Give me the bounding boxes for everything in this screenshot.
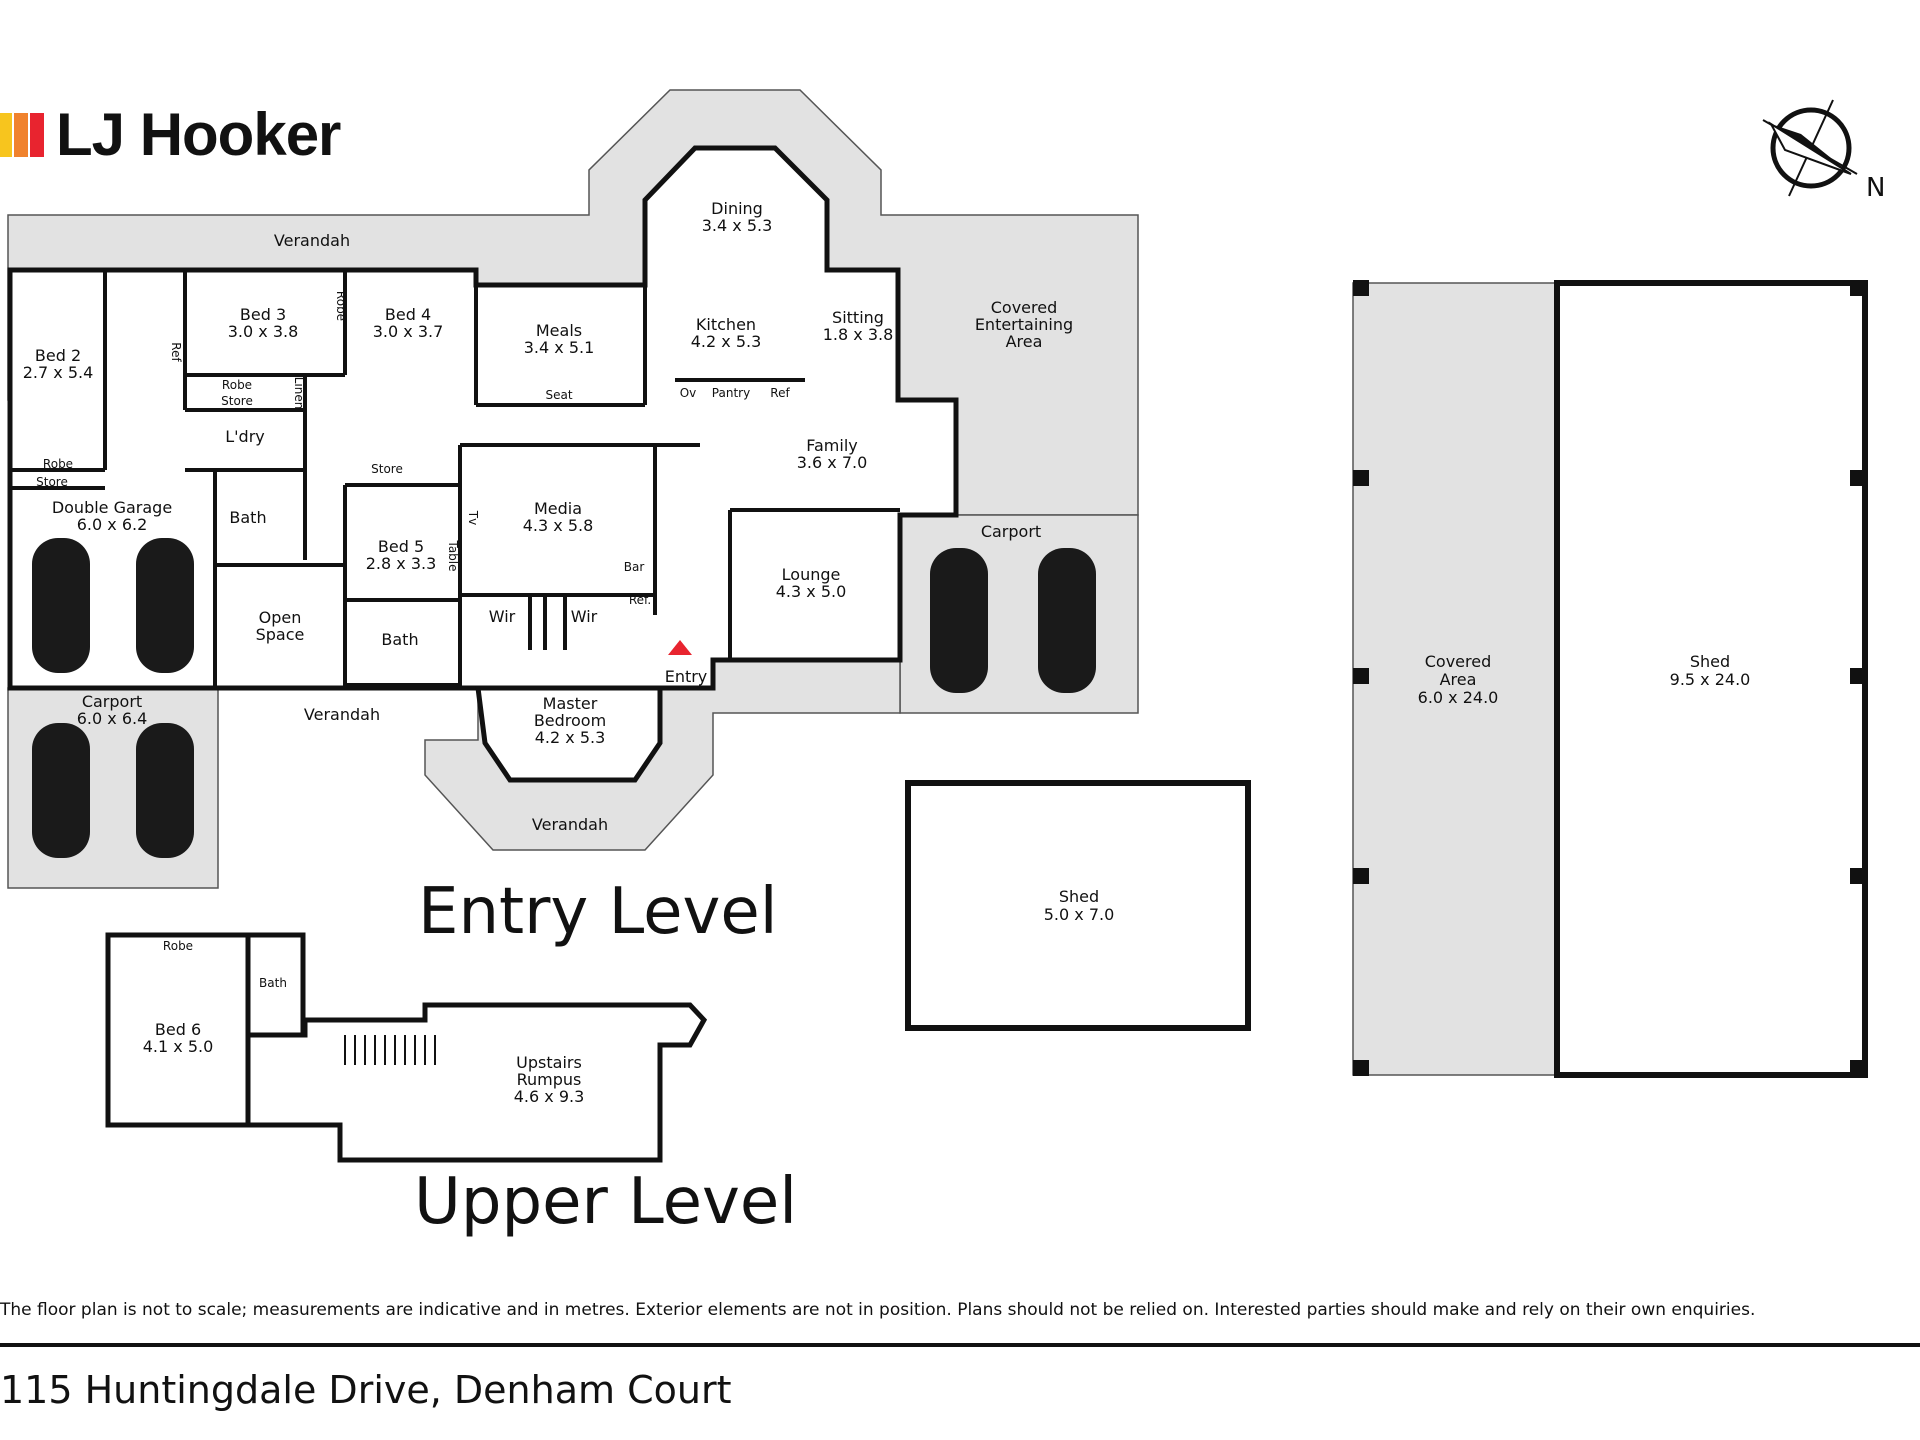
label-seat: Seat: [545, 388, 572, 402]
car-icons: [32, 538, 1096, 858]
compass-label: N: [1866, 173, 1885, 203]
label-laundry: L'dry: [225, 427, 265, 446]
label-wir1: Wir: [489, 607, 516, 626]
label-double-garage-size: 6.0 x 6.2: [77, 515, 148, 534]
label-rumpus-size: 4.6 x 9.3: [514, 1087, 585, 1106]
label-media: Media: [534, 499, 582, 518]
label-kitchen-size: 4.2 x 5.3: [691, 332, 762, 351]
disclaimer-text: The floor plan is not to scale; measurem…: [0, 1300, 1756, 1320]
label-ref2: Ref: [770, 386, 790, 400]
label-bath-up: Bath: [259, 976, 287, 990]
label-shed-small-size: 5.0 x 7.0: [1044, 905, 1115, 924]
label-ref1: Ref: [169, 342, 183, 362]
label-sitting-size: 1.8 x 3.8: [823, 325, 894, 344]
label-open-space-1: Open: [259, 608, 302, 627]
brand-logo: LJ Hooker: [56, 101, 341, 168]
label-verandah-bottom: Verandah: [532, 815, 608, 834]
label-family-size: 3.6 x 7.0: [797, 453, 868, 472]
label-store1: Store: [221, 394, 253, 408]
shed-small-outline: [905, 780, 1251, 1031]
label-dining-size: 3.4 x 5.3: [702, 216, 773, 235]
label-bed5: Bed 5: [378, 537, 424, 556]
upper-level-title: Upper Level: [414, 1165, 798, 1239]
label-robe1: Robe: [222, 378, 252, 392]
label-carport-right: Carport: [981, 522, 1041, 541]
label-open-space-2: Space: [256, 625, 305, 644]
rumpus-room: [245, 1002, 708, 1163]
label-entry: Entry: [665, 667, 708, 686]
label-covered-ent-2: Entertaining: [975, 315, 1073, 334]
label-bath1: Bath: [229, 508, 266, 527]
bed6-room: [105, 932, 251, 1128]
master-octagon: [475, 685, 663, 783]
label-kitchen: Kitchen: [696, 315, 756, 334]
label-lounge-size: 4.3 x 5.0: [776, 582, 847, 601]
label-verandah-top: Verandah: [274, 231, 350, 250]
interior-walls: [10, 268, 900, 690]
label-bed6-size: 4.1 x 5.0: [143, 1037, 214, 1056]
label-bed4: Bed 4: [385, 305, 431, 324]
label-meals: Meals: [536, 321, 582, 340]
label-carport-left: Carport: [82, 692, 142, 711]
property-address: 115 Huntingdale Drive, Denham Court: [0, 1368, 732, 1412]
bath-up-room: [245, 932, 306, 1038]
label-store3: Store: [371, 462, 403, 476]
stairs-up-icon: [344, 1035, 436, 1065]
label-ov: Ov: [680, 386, 697, 400]
label-store2: Store: [36, 475, 68, 489]
label-bed5-size: 2.8 x 3.3: [366, 554, 437, 573]
shed-big-outline: [1554, 280, 1868, 1078]
lj-hooker-logo-icon: [0, 113, 44, 157]
label-master-size: 4.2 x 5.3: [535, 728, 606, 747]
label-rumpus-1: Upstairs: [516, 1053, 582, 1072]
label-dining: Dining: [711, 199, 763, 218]
label-bar: Bar: [624, 560, 645, 574]
label-bed4-size: 3.0 x 3.7: [373, 322, 444, 341]
label-bed2: Bed 2: [35, 346, 81, 365]
entry-level-title: Entry Level: [418, 875, 778, 949]
entry-marker-icon: [668, 640, 692, 655]
label-covered-area-2: Area: [1440, 670, 1477, 689]
label-wir2: Wir: [571, 607, 598, 626]
label-verandah-mid: Verandah: [304, 705, 380, 724]
label-shed-big-size: 9.5 x 24.0: [1670, 670, 1751, 689]
label-table: Table: [446, 539, 460, 571]
label-ref3: Ref.: [629, 593, 651, 607]
label-linen: Linen: [292, 377, 306, 410]
label-double-garage: Double Garage: [52, 498, 172, 517]
label-sitting: Sitting: [832, 308, 884, 327]
label-tv: Tv: [466, 510, 480, 525]
label-lounge: Lounge: [782, 565, 841, 584]
label-bath2: Bath: [381, 630, 418, 649]
label-shed-small: Shed: [1059, 887, 1099, 906]
label-covered-ent-1: Covered: [991, 298, 1058, 317]
label-bed2-size: 2.7 x 5.4: [23, 363, 94, 382]
label-robe-v: Robe: [334, 291, 348, 321]
covered-area-rect: [1352, 282, 1556, 1076]
label-family: Family: [806, 436, 857, 455]
shed-posts: [1353, 280, 1866, 1076]
label-carport-left-size: 6.0 x 6.4: [77, 709, 148, 728]
label-covered-ent-3: Area: [1006, 332, 1043, 351]
label-bed3-size: 3.0 x 3.8: [228, 322, 299, 341]
label-covered-area-1: Covered: [1425, 652, 1492, 671]
label-shed-big: Shed: [1690, 652, 1730, 671]
label-covered-area-size: 6.0 x 24.0: [1418, 688, 1499, 707]
label-bed3: Bed 3: [240, 305, 286, 324]
label-robe2: Robe: [43, 457, 73, 471]
north-arrow-icon: [1762, 99, 1858, 197]
label-meals-size: 3.4 x 5.1: [524, 338, 595, 357]
label-pantry: Pantry: [712, 386, 750, 400]
footer-divider: [0, 1343, 1920, 1347]
label-media-size: 4.3 x 5.8: [523, 516, 594, 535]
label-master-2: Bedroom: [534, 711, 606, 730]
label-master-1: Master: [543, 694, 598, 713]
label-rumpus-2: Rumpus: [517, 1070, 582, 1089]
label-robe-up: Robe: [163, 939, 193, 953]
label-bed6: Bed 6: [155, 1020, 201, 1039]
